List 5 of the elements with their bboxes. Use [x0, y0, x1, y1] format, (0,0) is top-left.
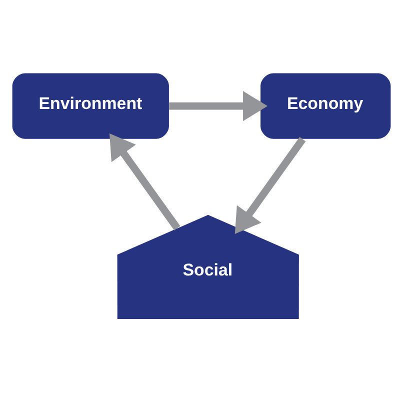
arrow — [169, 91, 268, 122]
arrow — [234, 137, 306, 234]
arrow — [109, 133, 180, 230]
node-box: Economy — [260, 73, 391, 139]
node-box: Environment — [12, 73, 169, 139]
